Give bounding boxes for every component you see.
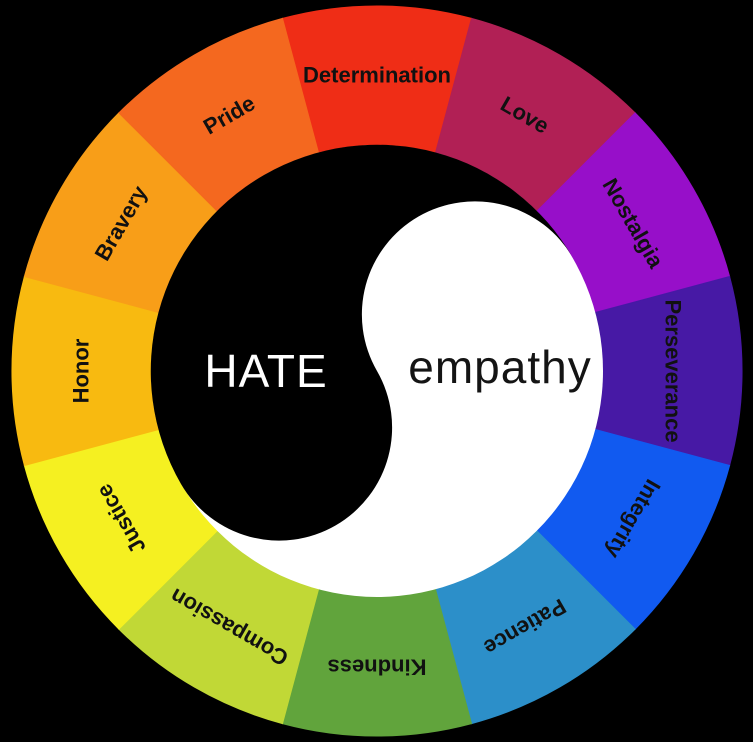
- segment-label-determination: Determination: [303, 63, 451, 88]
- segment-label-honor: Honor: [69, 338, 94, 403]
- hate-text: HATE: [204, 345, 327, 397]
- wheel-segments: [11, 5, 743, 737]
- empathy-text: empathy: [408, 341, 591, 393]
- segment-label-kindness: Kindness: [327, 654, 426, 679]
- segment-label-perseverance: Perseverance: [660, 299, 685, 442]
- yin-black-half: [150, 144, 573, 541]
